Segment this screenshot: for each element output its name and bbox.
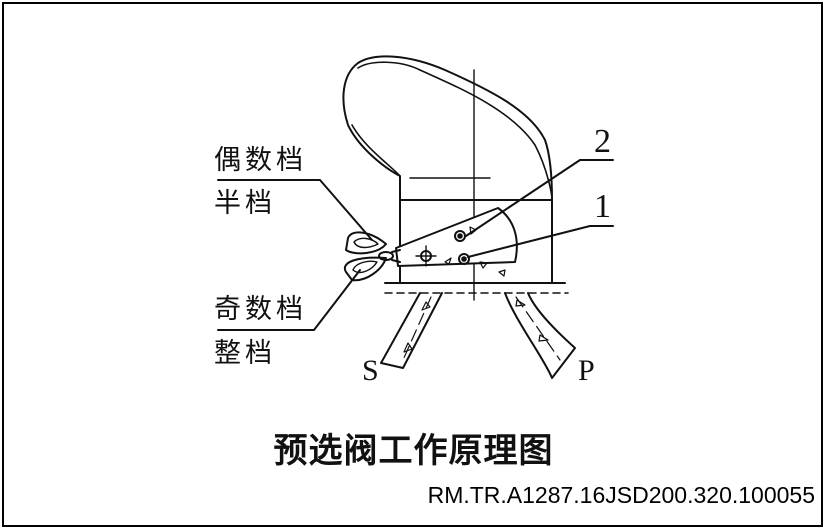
document-reference: RM.TR.A1287.16JSD200.320.100055 xyxy=(427,482,815,508)
lever-arm xyxy=(395,207,518,267)
port-s-label: S xyxy=(362,354,379,387)
knob-outline xyxy=(342,55,553,284)
leader-odd xyxy=(217,269,361,331)
knob-inner-contour xyxy=(357,61,553,201)
leader-2 xyxy=(465,159,614,237)
leader-1 xyxy=(467,225,614,258)
label-odd-gear: 奇数档 xyxy=(214,294,307,325)
pivot-1 xyxy=(458,253,470,265)
knob-lower-curve xyxy=(351,124,401,177)
pipe-s xyxy=(380,292,443,369)
port-p-label: P xyxy=(578,354,595,387)
callout-2: 2 xyxy=(594,123,611,160)
selector-grip-bottom xyxy=(343,256,387,282)
label-half-gear: 半档 xyxy=(214,188,276,219)
figure-title: 预选阀工作原理图 xyxy=(273,431,554,471)
callout-1: 1 xyxy=(594,188,611,225)
label-whole-gear: 整档 xyxy=(214,338,276,369)
pipe-p xyxy=(504,292,576,379)
label-even-gear: 偶数档 xyxy=(214,145,307,176)
selector-grip-top xyxy=(345,231,387,255)
leader-even xyxy=(217,179,373,241)
